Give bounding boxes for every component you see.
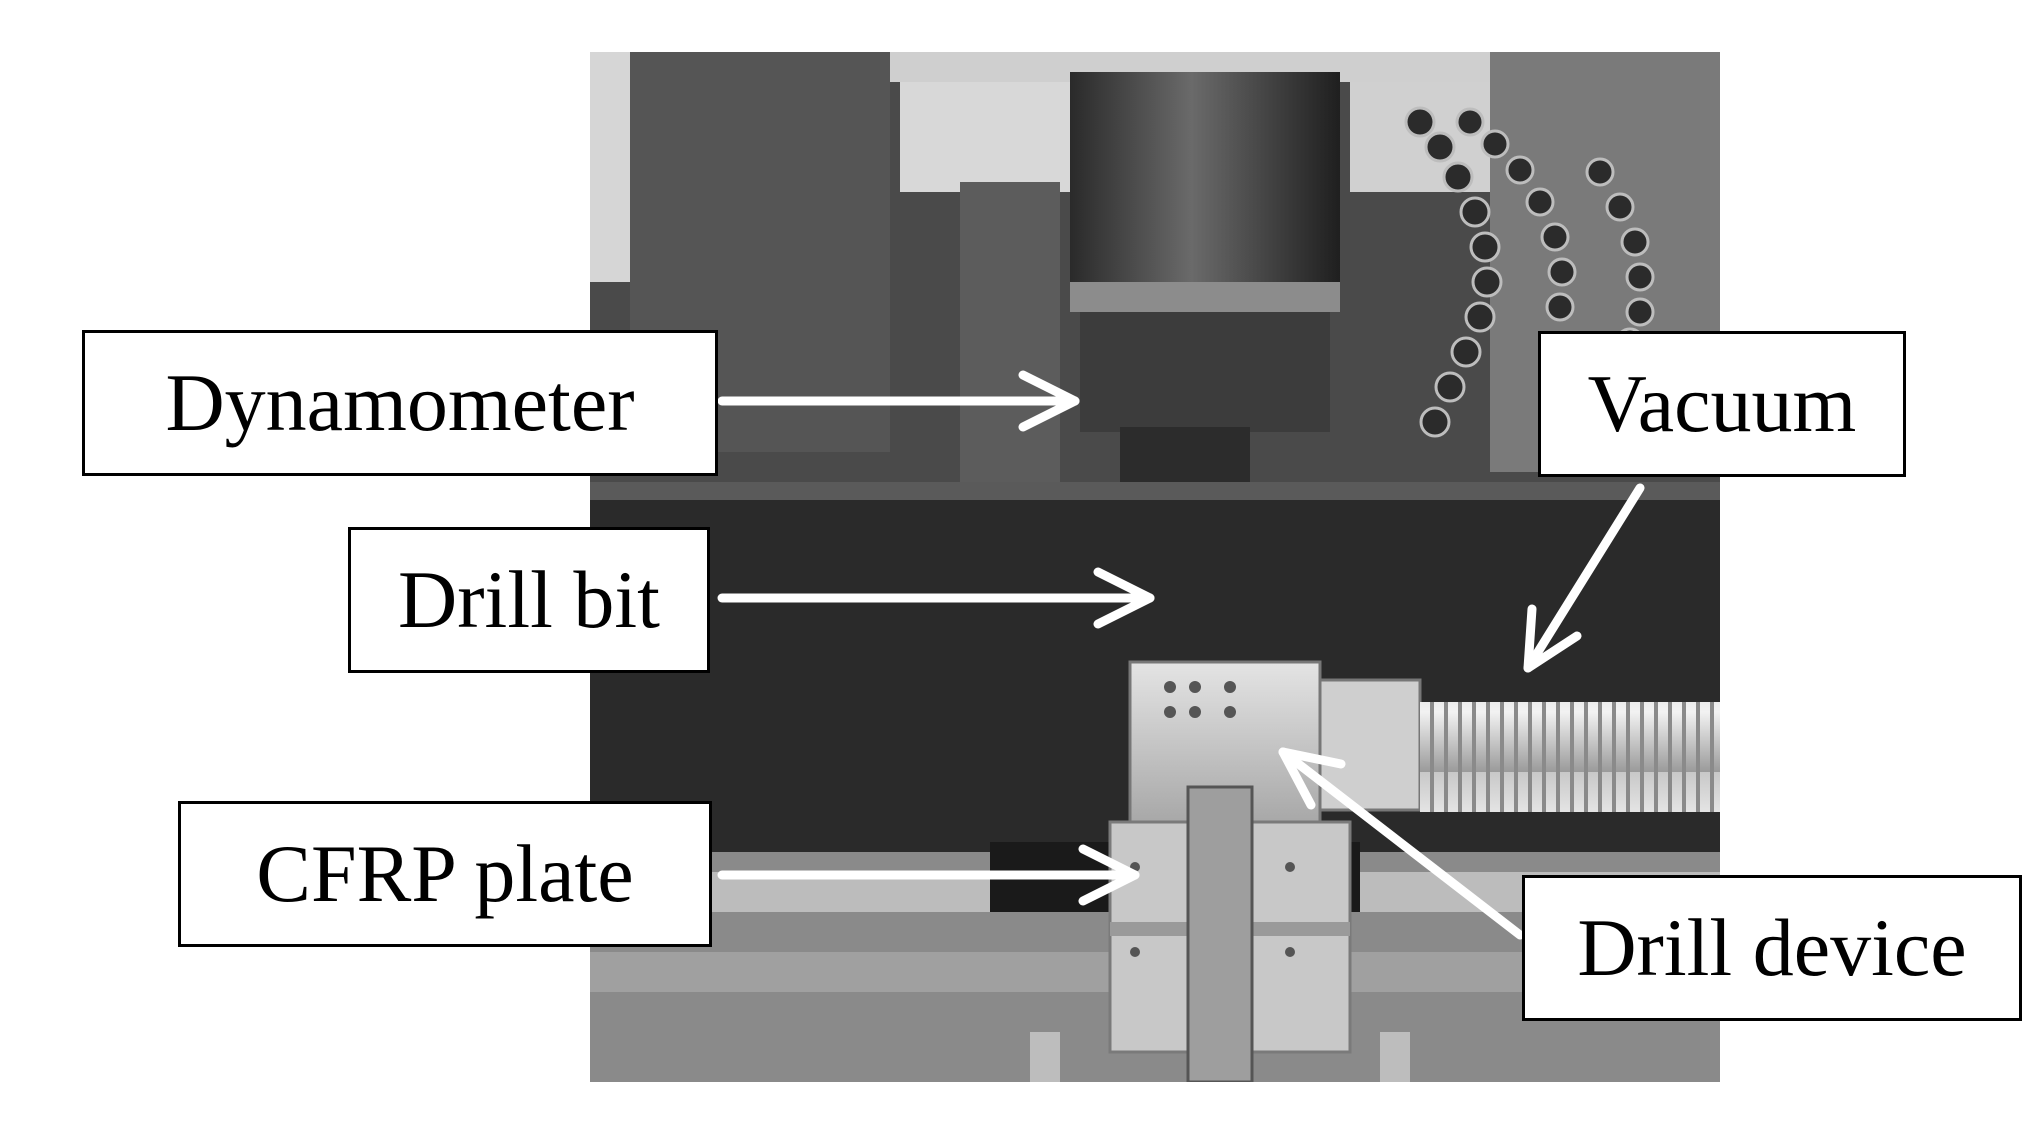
left-panel <box>590 52 630 282</box>
spindle-housing <box>1070 72 1340 302</box>
vacuum-hose <box>1420 702 1720 812</box>
column <box>960 182 1060 502</box>
cfrp-strip <box>1186 785 1254 1082</box>
label-dynamometer: Dynamometer <box>82 330 718 476</box>
dynamometer-body <box>1080 302 1330 432</box>
label-drill-device: Drill device <box>1522 875 2022 1021</box>
coolant-hoses <box>1404 106 1655 438</box>
machine-photo <box>590 52 1720 1082</box>
label-drill-device-text: Drill device <box>1577 902 1967 993</box>
z-axis-carriage <box>900 82 1070 192</box>
label-cfrp-plate-text: CFRP plate <box>256 828 634 919</box>
label-vacuum-text: Vacuum <box>1587 358 1857 449</box>
label-drill-bit: Drill bit <box>348 527 710 673</box>
label-vacuum: Vacuum <box>1538 331 1906 477</box>
label-cfrp-plate: CFRP plate <box>178 801 712 947</box>
label-dynamometer-text: Dynamometer <box>165 357 635 448</box>
label-drill-bit-text: Drill bit <box>398 554 660 645</box>
